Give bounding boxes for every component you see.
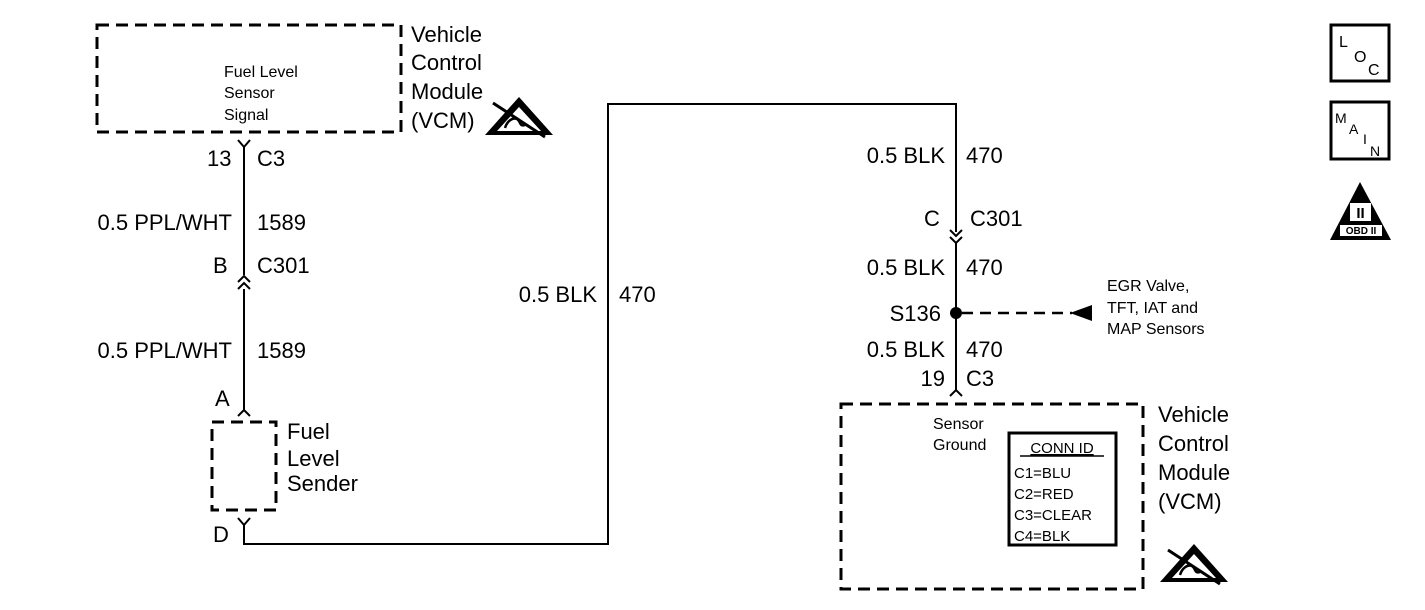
c301-left-connector (237, 274, 251, 290)
wire-470-right-color-1: 0.5 BLK (867, 143, 946, 168)
vcm-bottom-name-4: (VCM) (1158, 489, 1222, 514)
svg-text:M: M (1335, 110, 1347, 126)
wire-470-right-num-3: 470 (966, 337, 1003, 362)
conn-id-item-3: C3=CLEAR (1014, 507, 1092, 524)
fuel-level-sender-label-2: Level (287, 446, 340, 471)
wire-470-middle-color: 0.5 BLK (519, 282, 598, 307)
vcm-bottom-name-3: Module (1158, 460, 1230, 485)
sensor-ground-label-1: Sensor (933, 416, 984, 433)
conn-id-item-4: C4=BLK (1014, 528, 1070, 545)
vcm-top-signal-label-3: Signal (224, 107, 268, 124)
vcm-bottom-name-1: Vehicle (1158, 402, 1229, 427)
branch-label-2: TFT, IAT and (1107, 300, 1198, 317)
sender-pin-a-label: A (215, 386, 230, 411)
svg-text:II: II (1356, 205, 1364, 222)
branch-label-3: MAP Sensors (1107, 321, 1205, 338)
c301-right-label: C301 (970, 206, 1023, 231)
loc-icon[interactable]: L O C (1329, 23, 1391, 83)
obd-ii-icon[interactable]: II OBD II (1330, 182, 1391, 240)
svg-text:I: I (1363, 131, 1367, 147)
svg-text:A: A (1349, 121, 1359, 137)
vcm-top-pin-terminal (237, 139, 251, 149)
vcm-top-name-4: (VCM) (411, 108, 475, 133)
vcm-top-name-3: Module (411, 79, 483, 104)
svg-text:L: L (1339, 34, 1348, 51)
conn-id-box (1007, 431, 1118, 547)
c301-left-label: C301 (257, 253, 310, 278)
branch-arrow-icon (1070, 305, 1092, 321)
esd-warning-icon (483, 95, 555, 139)
conn-id-title: CONN ID (1030, 440, 1094, 457)
wire-470-right-color-3: 0.5 BLK (867, 337, 946, 362)
wire-470-right-num-1: 470 (966, 143, 1003, 168)
vcm-bottom-name-2: Control (1158, 431, 1229, 456)
wire-1589-num-upper: 1589 (257, 210, 306, 235)
fuel-level-sender-box (210, 420, 278, 512)
conn-id-item-2: C2=RED (1014, 486, 1074, 503)
fuel-level-sender-label-1: Fuel (287, 419, 330, 444)
svg-text:O: O (1354, 49, 1366, 66)
splice-s136-dot (950, 307, 962, 319)
wire-1589-color-lower: 0.5 PPL/WHT (98, 338, 232, 363)
sender-pin-d-terminal (237, 517, 251, 527)
conn-id-item-1: C1=BLU (1014, 465, 1071, 482)
branch-label-1: EGR Valve, (1107, 278, 1189, 295)
vcm-bottom-box (839, 402, 1145, 591)
wire-470-main (243, 103, 957, 545)
sender-pin-d-label: D (213, 522, 229, 547)
vcm-top-name-1: Vehicle (411, 22, 482, 47)
sensor-ground-label-2: Ground (933, 437, 986, 454)
pin-19-label: 19 (921, 366, 945, 391)
c301-pin-b-label: B (213, 253, 228, 278)
esd-warning-icon (1158, 542, 1230, 586)
c301-pin-c-label: C (924, 206, 940, 231)
wire-470-right-color-2: 0.5 BLK (867, 255, 946, 280)
fuel-level-sender-label-3: Sender (287, 471, 358, 496)
pin-13-label: 13 (207, 146, 231, 171)
conn-c3-bottom-label: C3 (966, 366, 994, 391)
vcm-top-box (95, 23, 403, 134)
svg-text:OBD II: OBD II (1346, 226, 1377, 237)
splice-s136-label: S136 (890, 301, 941, 326)
wire-1589-color-upper: 0.5 PPL/WHT (98, 210, 232, 235)
svg-text:C: C (1368, 62, 1380, 79)
main-icon[interactable]: M A I N (1329, 100, 1391, 161)
svg-text:N: N (1370, 143, 1380, 159)
conn-c3-top-label: C3 (257, 146, 285, 171)
vcm-top-name-2: Control (411, 50, 482, 75)
sender-pin-a-terminal (237, 408, 251, 417)
wire-470-right-num-2: 470 (966, 255, 1003, 280)
wire-470-middle-num: 470 (619, 282, 656, 307)
vcm-top-signal-label-1: Fuel Level (224, 64, 298, 81)
wire-1589-num-lower: 1589 (257, 338, 306, 363)
vcm-bottom-pin-terminal (949, 388, 963, 397)
vcm-top-signal-label-2: Sensor (224, 85, 275, 102)
